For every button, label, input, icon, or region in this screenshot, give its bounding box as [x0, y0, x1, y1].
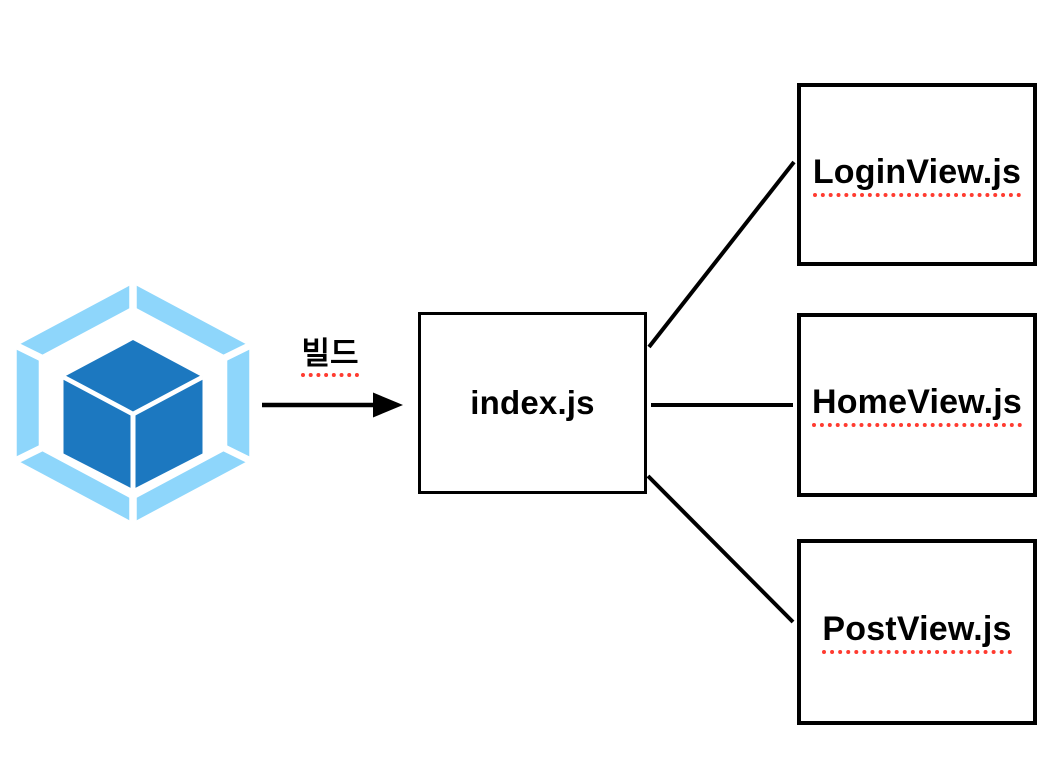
- build-label: 빌드: [258, 336, 402, 377]
- node-loginview-js: LoginView.js: [797, 83, 1037, 266]
- node-index-js-label: index.js: [470, 384, 595, 421]
- node-postview-js-label: PostView.js: [822, 610, 1012, 654]
- node-index-js: index.js: [418, 312, 647, 494]
- webpack-cube-edges: [62, 375, 204, 490]
- connector-index-to-postview: [646, 474, 795, 624]
- node-postview-js: PostView.js: [797, 539, 1037, 725]
- node-homeview-js-label: HomeView.js: [811, 383, 1023, 427]
- node-loginview-js-label: LoginView.js: [812, 153, 1022, 197]
- connector-index-to-loginview: [647, 160, 796, 349]
- build-arrow-head: [373, 392, 403, 418]
- webpack-logo-icon: [8, 278, 258, 528]
- node-homeview-js: HomeView.js: [797, 313, 1037, 497]
- build-label-text: 빌드: [301, 336, 359, 377]
- build-arrow: [262, 392, 403, 418]
